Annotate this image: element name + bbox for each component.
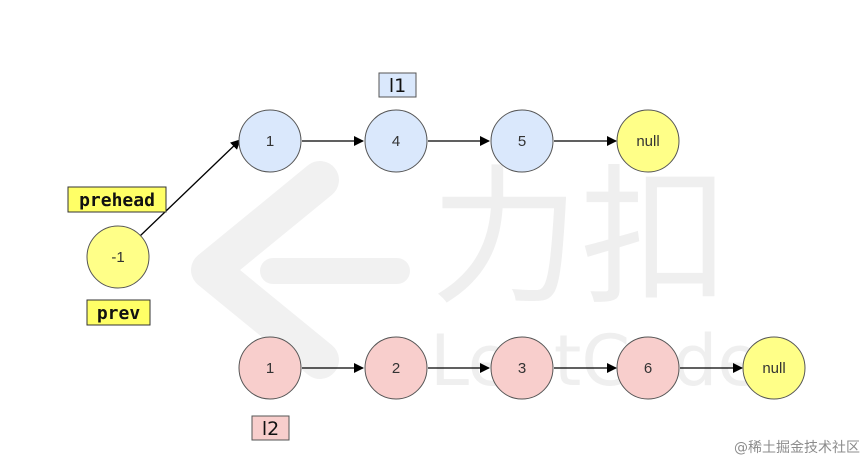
l1-node-0: 1 [238, 109, 302, 173]
l2-node-2-value: 3 [518, 360, 526, 377]
source-credit: @稀土掘金技术社区 [734, 440, 860, 456]
list-l2: 1 2 3 6 null l2 [238, 336, 806, 441]
l2-node-2: 3 [490, 336, 554, 400]
l1-null-node: null [616, 109, 680, 173]
l2-node-0: 1 [238, 336, 302, 400]
l2-tag [251, 415, 290, 441]
prev-tag [86, 299, 151, 326]
l2-null-value: null [762, 360, 785, 377]
l2-node-3: 6 [616, 336, 680, 400]
edge-dummy-to-l1 [139, 139, 241, 237]
l1-null-value: null [636, 133, 659, 150]
edges [139, 136, 743, 373]
watermark-latin: LeetCode [430, 320, 761, 402]
l1-node-1-value: 4 [392, 133, 400, 150]
l2-node-1-value: 2 [392, 360, 400, 377]
watermark: 力扣 LeetCode [191, 152, 761, 402]
l1-node-2-value: 5 [518, 133, 526, 150]
l1-tag [378, 72, 417, 98]
dummy-node-value: -1 [111, 249, 124, 266]
watermark-chinese: 力扣 [430, 152, 730, 326]
prehead-label: prehead [79, 190, 155, 211]
prev-label: prev [97, 303, 141, 324]
list-l1: l1 1 4 5 null [238, 72, 680, 173]
prehead-tag [67, 186, 167, 213]
leetcode-logo-bar-icon [260, 258, 410, 284]
l1-node-1: 4 [364, 109, 428, 173]
l2-node-1: 2 [364, 336, 428, 400]
leetcode-logo-icon [191, 161, 339, 379]
dummy-node [86, 225, 150, 289]
l2-tag-label: l2 [262, 418, 279, 440]
l1-tag-label: l1 [389, 75, 406, 97]
l2-null-node: null [742, 336, 806, 400]
dummy-head: prehead -1 prev [67, 186, 167, 326]
l2-node-0-value: 1 [266, 360, 274, 377]
l1-node-0-value: 1 [266, 133, 274, 150]
l1-node-2: 5 [490, 109, 554, 173]
l2-node-3-value: 6 [644, 360, 652, 377]
